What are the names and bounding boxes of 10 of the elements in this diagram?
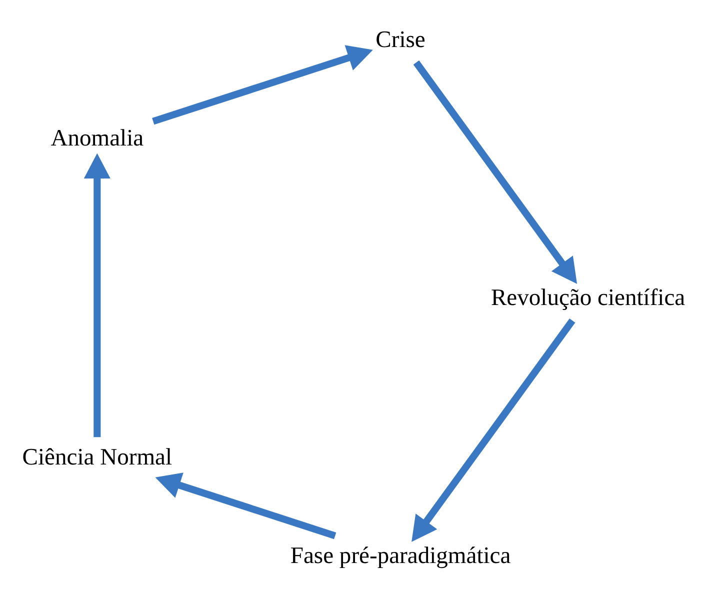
arrow [152, 44, 373, 124]
node-text: Anomalia [50, 124, 144, 151]
node-text: Revolução científica [490, 284, 686, 310]
node-text: Crise [376, 26, 426, 52]
arrow [413, 60, 578, 284]
node-text: Fase pré-paradigmática [290, 542, 511, 568]
arrow [84, 152, 110, 437]
node-text: Ciência Normal [22, 444, 172, 470]
arrow [155, 472, 336, 539]
arrow [412, 318, 576, 542]
